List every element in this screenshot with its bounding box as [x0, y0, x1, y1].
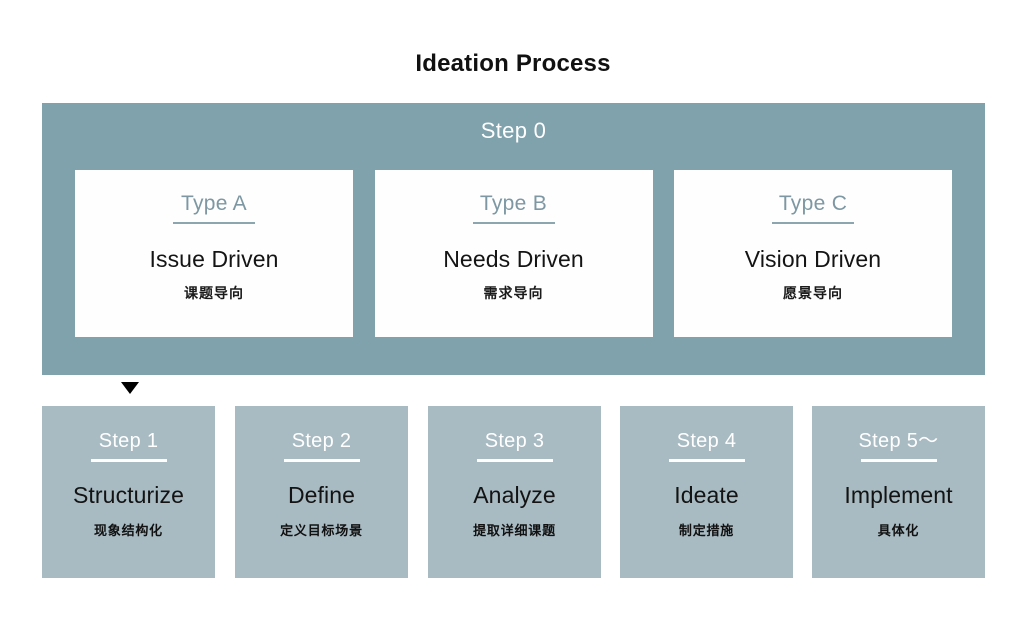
step-4-label: Step 4: [676, 430, 737, 452]
step-box-1[interactable]: Step 1 Structurize 现象结构化: [42, 406, 215, 578]
step-5-subtitle: 具体化: [877, 523, 920, 538]
type-card-group: Type A Issue Driven 课题导向 Type B Needs Dr…: [75, 170, 952, 337]
step-sequence: Step 1 Structurize 现象结构化 Step 2 Define 定…: [42, 406, 985, 578]
step-1-label: Step 1: [98, 430, 159, 452]
type-b-subtitle: 需求导向: [483, 285, 544, 302]
type-a-subtitle: 课题导向: [184, 285, 244, 302]
step-4-title: Ideate: [674, 482, 739, 508]
step-box-3[interactable]: Step 3 Analyze 提取详细课题: [428, 406, 601, 578]
step-box-2[interactable]: Step 2 Define 定义目标场景: [235, 406, 408, 578]
step-2-label: Step 2: [291, 430, 352, 452]
type-c-underline: [772, 222, 854, 225]
step-4-subtitle: 制定措施: [678, 523, 735, 538]
type-c-label: Type C: [778, 192, 848, 215]
step-2-title: Define: [287, 482, 356, 508]
type-b-label: Type B: [479, 192, 548, 215]
type-b-underline: [472, 222, 555, 225]
step-3-title: Analyze: [473, 482, 556, 508]
step-box-5[interactable]: Step 5〜 Implement 具体化: [812, 406, 985, 578]
step-5-title: Implement: [844, 482, 953, 508]
type-b-title: Needs Driven: [443, 246, 584, 273]
step-1-underline: [90, 459, 167, 462]
step-3-underline: [476, 459, 553, 462]
step-4-underline: [668, 459, 745, 462]
step-box-4[interactable]: Step 4 Ideate 制定措施: [620, 406, 793, 578]
type-a-label: Type A: [180, 192, 247, 215]
step-1-title: Structurize: [72, 482, 185, 508]
type-c-title: Vision Driven: [744, 246, 882, 273]
step-3-subtitle: 提取详细课题: [473, 523, 556, 538]
type-card-a[interactable]: Type A Issue Driven 课题导向: [75, 170, 353, 337]
type-a-underline: [173, 222, 255, 225]
step-5-label: Step 5〜: [858, 430, 939, 452]
step-0-panel: Step 0 Type A Issue Driven 课题导向 Type B N…: [42, 103, 985, 375]
step-2-underline: [283, 459, 360, 462]
down-triangle-icon: [121, 382, 139, 394]
step-5-underline: [860, 459, 937, 462]
step-0-heading: Step 0: [480, 118, 547, 143]
step-1-subtitle: 现象结构化: [93, 523, 163, 538]
type-card-c[interactable]: Type C Vision Driven 愿景导向: [674, 170, 952, 337]
page-title: Ideation Process: [415, 50, 611, 77]
type-c-subtitle: 愿景导向: [783, 285, 843, 302]
step-2-subtitle: 定义目标场景: [280, 523, 363, 538]
step-3-label: Step 3: [484, 430, 545, 452]
type-a-title: Issue Driven: [149, 246, 279, 273]
type-card-b[interactable]: Type B Needs Driven 需求导向: [374, 170, 653, 337]
